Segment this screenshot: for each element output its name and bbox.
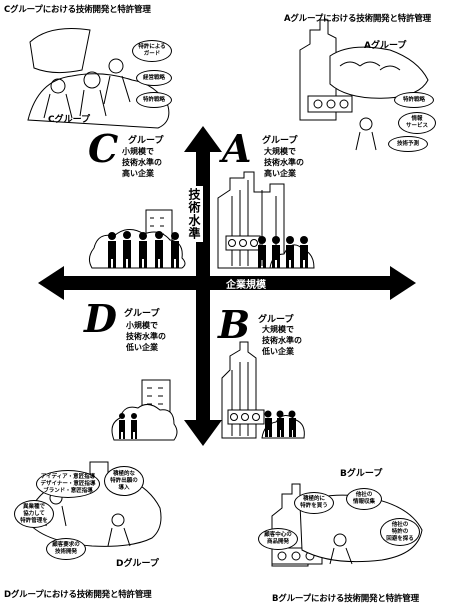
d-group-desc: 小規模で 技術水準の 低い企業: [126, 321, 166, 352]
vertical-axis-label: 技術水準: [186, 186, 203, 242]
d-letter: D: [84, 296, 117, 341]
d-group-name: グループ: [124, 309, 160, 319]
b-center-illustration: [221, 341, 305, 439]
quadrant-c: C: [88, 130, 118, 168]
a-scene-label: Aグループ: [364, 41, 407, 51]
b-bubble-1: 積極的に 特許を買う: [294, 492, 334, 514]
c-corner-scene: [27, 28, 170, 129]
c-bubble-2: 経営戦略: [136, 70, 172, 86]
a-corner-scene: [299, 19, 429, 151]
quadrant-d: D: [84, 300, 117, 338]
c-group-name: グループ: [128, 136, 164, 146]
a-letter: A: [222, 126, 252, 171]
b-group-name: グループ: [258, 315, 294, 325]
a-corner-title: Aグループにおける技術開発と特許管理: [284, 14, 431, 24]
horizontal-axis-arrow: [38, 266, 416, 300]
b-group-desc: 大規模で 技術水準の 低い企業: [262, 325, 302, 356]
a-group-name: グループ: [262, 136, 298, 146]
b-bubble-2: 他社の 情報収集: [346, 488, 382, 510]
d-bubble-4: 顧客要求の 技術開発: [46, 538, 86, 560]
a-bubble-3: 技術予測: [388, 136, 428, 152]
a-bubble-1: 特許戦略: [394, 92, 434, 108]
b-corner-title: Bグループにおける技術開発と特許管理: [272, 594, 419, 604]
a-center-illustration: [217, 171, 315, 269]
c-scene-label: Cグループ: [48, 115, 91, 125]
quadrant-b: B: [218, 306, 250, 344]
a-bubble-2: 情報 サービス: [398, 112, 436, 134]
c-letter: C: [88, 126, 119, 171]
d-center-illustration: [111, 379, 178, 441]
b-bubble-4: 顧客中心の 商品開発: [258, 528, 298, 550]
b-bubble-3: 他社の 特許の 回避を探る: [380, 518, 420, 546]
d-corner-title: Dグループにおける技術開発と特許管理: [4, 590, 152, 600]
d-bubble-1: アイディア・意匠指導 デザイナー・意匠指導 ブランド・意匠指導: [36, 470, 100, 498]
d-scene-label: Dグループ: [116, 559, 159, 569]
b-letter: B: [218, 302, 251, 347]
c-bubble-1: 特許による ガード: [132, 40, 172, 62]
c-group-desc: 小規模で 技術水準の 高い企業: [122, 147, 162, 178]
c-center-illustration: [88, 209, 186, 269]
b-scene-label: Bグループ: [340, 469, 383, 479]
horizontal-axis-label: 企業規模: [226, 280, 266, 291]
d-bubble-3: 異業種で 協力して 特許管理を: [14, 500, 54, 528]
c-bubble-3: 特許戦略: [136, 92, 172, 108]
c-corner-title: Cグループにおける技術開発と特許管理: [4, 5, 151, 15]
d-bubble-2: 積極的な 特許出願の 導入: [104, 466, 144, 496]
quadrant-a: A: [222, 130, 251, 168]
a-group-desc: 大規模で 技術水準の 高い企業: [264, 147, 304, 178]
